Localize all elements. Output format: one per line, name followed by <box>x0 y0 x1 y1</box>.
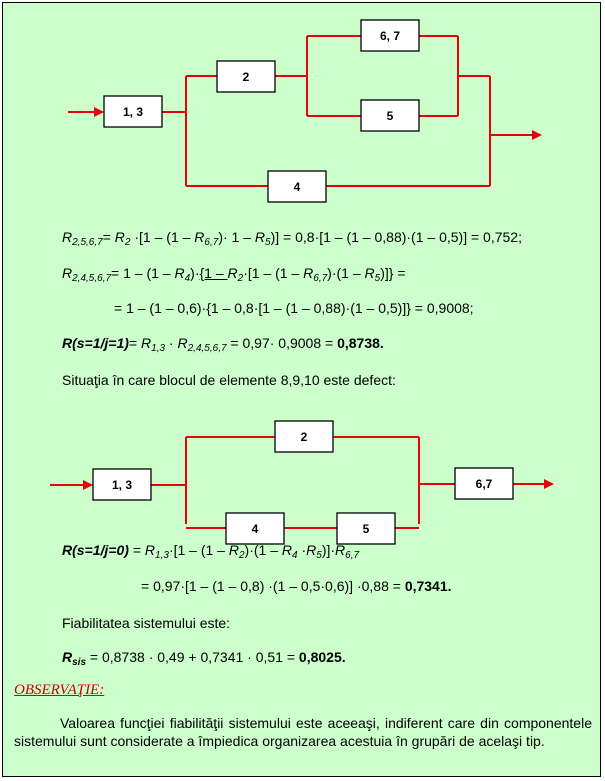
block-2: 2 <box>216 60 276 93</box>
diagram-1-lines <box>68 35 542 187</box>
svg-text:1, 3: 1, 3 <box>123 105 143 119</box>
block2-2: 2 <box>274 420 334 453</box>
svg-text:5: 5 <box>363 522 370 536</box>
svg-text:4: 4 <box>294 180 301 194</box>
svg-text:2: 2 <box>301 430 308 444</box>
equation-r-s1-j0-value: = 0,97·[1 – (1 – 0,8) ·(1 – 0,5·0,6)] ·0… <box>141 578 452 594</box>
observatie-heading: OBSERVAŢIE: <box>14 682 105 698</box>
block-1-3: 1, 3 <box>103 95 163 128</box>
block2-1-3: 1, 3 <box>92 468 152 501</box>
block2-6-7: 6,7 <box>454 467 514 500</box>
svg-text:5: 5 <box>387 109 394 123</box>
equation-r-s1-j0: R(s=1/j=0) = R1,3·[1 – (1 – R2)·(1 – R4 … <box>62 542 360 561</box>
block2-4: 4 <box>225 512 285 545</box>
fiabilitate-text: Fiabilitatea sistemului este: <box>62 615 231 631</box>
svg-text:1, 3: 1, 3 <box>112 478 132 492</box>
block-6-7: 6, 7 <box>360 19 420 52</box>
equation-r24567: R2,4,5,6,7= 1 – (1 – R4)·{1 – R2·[1 – (1… <box>62 265 406 284</box>
svg-text:6,7: 6,7 <box>476 477 493 491</box>
svg-text:2: 2 <box>243 70 250 84</box>
block-4: 4 <box>267 170 327 203</box>
situation-text: Situaţia în care blocul de elemente 8,9,… <box>62 372 396 388</box>
block2-5: 5 <box>336 512 396 545</box>
equation-r24567-value: = 1 – (1 – 0,6)·{1 – 0,8·[1 – (1 – 0,88)… <box>114 300 474 316</box>
svg-text:4: 4 <box>252 522 259 536</box>
diagram-2-lines <box>50 436 554 529</box>
equation-r-sis: Rsis = 0,8738 · 0,49 + 0,7341 · 0,51 = 0… <box>62 649 346 668</box>
equation-r2567: R2,5,6,7= R2 ·[1 – (1 – R6,7)· 1 – R5)] … <box>62 229 522 248</box>
observatie-paragraph: Valoarea funcţiei fiabilităţii sistemulu… <box>14 715 592 749</box>
equation-r-s1-j1: R(s=1/j=1)= R1,3 · R2,4,5,6,7 = 0,97· 0,… <box>62 335 384 354</box>
svg-text:6, 7: 6, 7 <box>380 29 400 43</box>
block-5: 5 <box>360 99 420 132</box>
